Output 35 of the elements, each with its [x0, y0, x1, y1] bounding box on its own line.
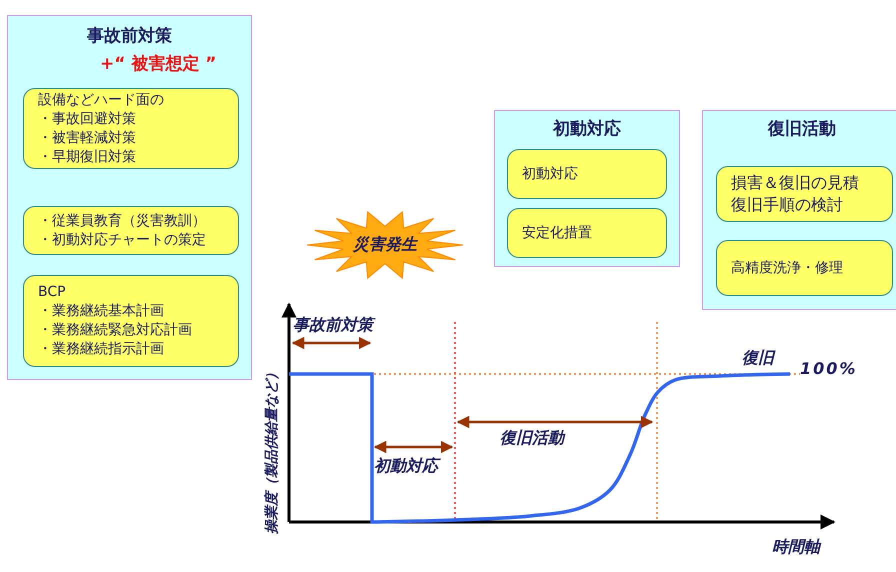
item-card: [716, 240, 893, 296]
group-panel: [494, 110, 680, 267]
card-text: ・被害軽減対策: [38, 128, 137, 148]
panel-title: 初動対応: [552, 118, 622, 140]
card-text: ・業務継続緊急対応計画: [38, 321, 193, 340]
card-text: ・早期復旧対策: [38, 148, 137, 166]
group-panel: [702, 110, 896, 310]
curve-label: 復旧: [742, 348, 774, 369]
card-text: ・業務継続基本計画: [38, 302, 165, 321]
card-text: ・初動対応チャートの策定: [38, 230, 207, 250]
span-label: 復旧活動: [500, 428, 564, 449]
card-text: ・業務継続指示計画: [38, 340, 165, 359]
group-panel: [7, 15, 252, 380]
card-text: ・従業員教育（災害教訓）: [38, 212, 207, 230]
panel-subtitle: +“ 被害想定 ”: [100, 53, 216, 75]
axis-title: 操業度（製品供給量など）: [263, 366, 281, 534]
percent-label: 100%: [800, 359, 858, 378]
card-text: 初動対応: [522, 164, 579, 184]
item-card: [716, 166, 893, 222]
axis-title: 時間軸: [772, 537, 820, 558]
item-card: [23, 88, 239, 169]
card-text: BCP: [38, 283, 67, 302]
item-card: [507, 149, 667, 199]
card-text: 高精度洗浄・修理: [731, 258, 844, 278]
card-text: 損害＆復旧の見積復旧手順の検討: [731, 172, 860, 216]
burst-label: 災害発生: [353, 234, 417, 256]
panel-title: 事故前対策: [86, 25, 173, 47]
card-text: 設備などハード面の: [38, 90, 165, 110]
span-label: 事故前対策: [293, 315, 373, 336]
card-text: 安定化措置: [522, 224, 593, 242]
panel-title: 復旧活動: [766, 118, 837, 140]
item-card: [23, 206, 239, 255]
item-card: [507, 208, 667, 258]
item-card: [23, 275, 239, 367]
card-text: ・事故回避対策: [38, 110, 137, 128]
